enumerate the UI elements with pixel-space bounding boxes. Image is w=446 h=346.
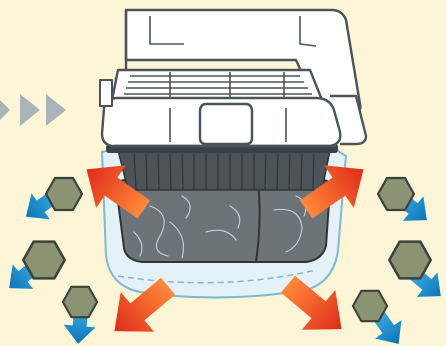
vacuum-housing [99,8,368,148]
pleated-filter [106,144,338,191]
dust-bag [114,179,332,263]
lint-strands [133,195,307,259]
play-marker-icon [0,94,66,126]
